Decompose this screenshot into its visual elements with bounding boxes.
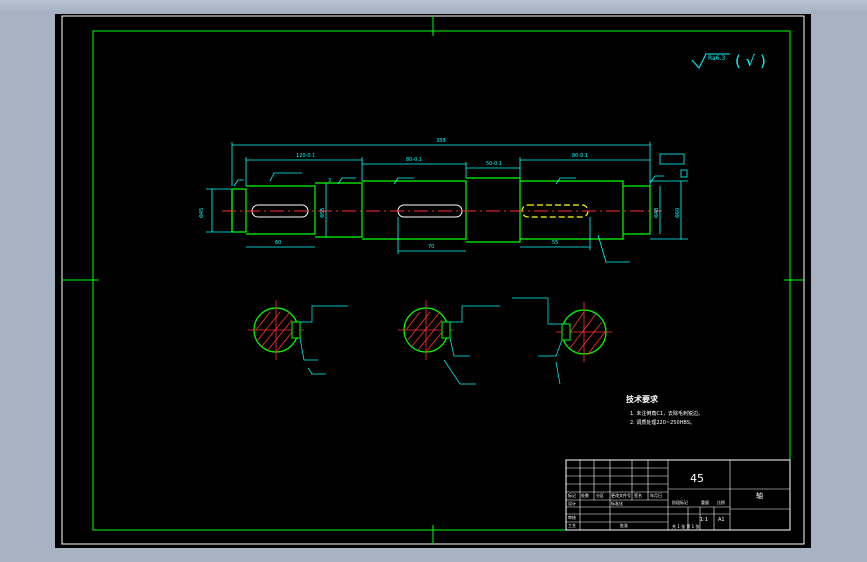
shaft-main-view: 338 120-0.1 80-0.1 50-0.1 80-0.1 60 70 5…: [199, 138, 688, 263]
roughness-other-note: ( √ ): [735, 52, 766, 70]
section-a: [248, 300, 348, 375]
tb-change-doc: 更改文件号: [611, 492, 631, 498]
tb-count: 处数: [581, 492, 589, 498]
shaft-segment-1: [246, 185, 316, 235]
dim-overall-length: 338: [436, 138, 446, 144]
tb-weight: 重量: [701, 499, 709, 505]
tb-zone: 分区: [596, 492, 604, 498]
dim-segment-4: 80-0.1: [572, 153, 588, 159]
surface-roughness-note: Ra6.3 ( √ ): [691, 52, 766, 70]
dim-keyway-2: 70: [428, 244, 434, 250]
tech-line-1: 1. 未注倒角C1，去除毛刺锐边。: [630, 410, 703, 417]
tb-process: 工艺: [568, 523, 576, 528]
tb-mark: 标记: [568, 492, 576, 498]
tb-design: 设计: [568, 500, 576, 506]
tb-ratio: 比例: [717, 499, 725, 505]
tb-approve: 批准: [620, 522, 628, 528]
dim-keyway-1: 60: [275, 240, 281, 246]
sheet-info: 共 1 张 第 1 张: [672, 523, 699, 529]
technical-requirements: 技术要求 1. 未注倒角C1，去除毛刺锐边。 2. 调质处理220~250HBS…: [626, 394, 703, 426]
dim-segment-3: 50-0.1: [486, 161, 502, 167]
tech-title: 技术要求: [626, 394, 659, 404]
roughness-value: Ra6.3: [708, 55, 725, 62]
section-b: [398, 300, 500, 385]
dim-diameter-right: Φ60: [675, 208, 681, 218]
viewport-top-band: [0, 0, 867, 14]
dim-diameter-mid: Φ55: [320, 208, 326, 218]
shaft-right-end: [623, 185, 651, 235]
shaft-collar: [466, 177, 521, 243]
tb-standard: 标准化: [611, 500, 623, 506]
tb-check: 审核: [568, 514, 576, 520]
sheet-size: A1: [718, 517, 725, 523]
tech-line-2: 2. 调质处理220~250HBS。: [630, 419, 695, 426]
centering-marks: [62, 16, 804, 544]
section-views: [248, 297, 612, 385]
shaft-roughness-marks: [233, 153, 688, 263]
tb-stage: 阶段标记: [672, 499, 688, 505]
drawing-scale: 1:1: [700, 517, 708, 523]
roughness-symbol-icon: [691, 53, 730, 69]
dim-diameter-end: Φ48: [654, 208, 660, 218]
shaft-segment-3: [362, 180, 467, 240]
shaft-segment-4: [520, 180, 624, 240]
drawing-sheet: [55, 14, 811, 548]
dim-keyway-3: 55: [552, 240, 558, 246]
title-block: 45 轴 A1 1:1 共 1 张 第 1 张 标记 处数 分区 更改文件号 签…: [565, 459, 791, 531]
material-label: 45: [690, 472, 704, 485]
tb-date: 年月日: [650, 492, 662, 498]
dim-segment-2: 80-0.1: [406, 157, 422, 163]
dim-segment-1: 120-0.1: [296, 153, 315, 159]
dim-diameter-left: Φ45: [199, 208, 205, 218]
dim-shoulder: 3: [328, 178, 331, 184]
section-c: [512, 297, 612, 385]
tb-signature: 签名: [634, 492, 642, 498]
part-name: 轴: [756, 491, 763, 500]
